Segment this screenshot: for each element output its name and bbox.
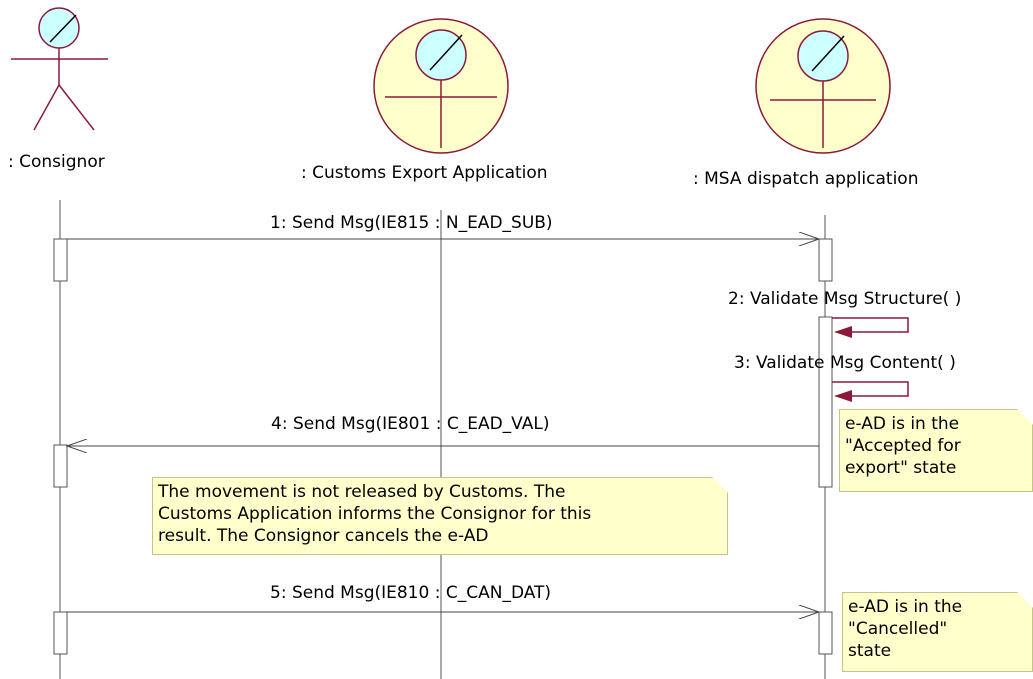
note-line: The movement is not released by Customs.…	[158, 482, 566, 502]
message-3-label: 3: Validate Msg Content( )	[734, 353, 956, 373]
note-line: "Accepted for	[845, 436, 961, 456]
note-line: "Cancelled"	[848, 619, 948, 639]
customs-boundary-icon	[373, 18, 509, 154]
note-movement-not-released: The movement is not released by Customs.…	[152, 477, 728, 555]
note-cancelled-state: e-AD is in the "Cancelled" state	[842, 592, 1033, 672]
note-line: state	[848, 641, 892, 661]
message-1-label: 1: Send Msg(IE815 : N_EAD_SUB)	[270, 213, 553, 233]
msa-boundary-icon	[755, 18, 891, 154]
msa-activation-3	[818, 611, 833, 655]
consignor-actor-icon	[11, 7, 108, 131]
note-line: Customs Application informs the Consigno…	[158, 504, 592, 524]
consignor-activation-1	[53, 238, 68, 282]
message-2-label: 2: Validate Msg Structure( )	[728, 289, 961, 309]
message-2-self-arrow	[832, 317, 909, 338]
msa-label: : MSA dispatch application	[693, 169, 918, 189]
consignor-activation-2	[53, 444, 68, 488]
customs-label: : Customs Export Application	[301, 163, 548, 183]
msa-activation-1	[818, 238, 833, 282]
note-line: e-AD is in the	[848, 597, 963, 617]
note-accepted-for-export: e-AD is in the "Accepted for export" sta…	[839, 409, 1033, 492]
consignor-activation-3	[53, 611, 68, 655]
note-line: export" state	[845, 458, 957, 478]
message-5-label: 5: Send Msg(IE810 : C_CAN_DAT)	[270, 583, 551, 603]
msa-activation-2	[818, 316, 833, 488]
note-line: e-AD is in the	[845, 414, 960, 434]
consignor-label: : Consignor	[8, 152, 105, 172]
message-3-self-arrow	[832, 381, 909, 402]
note-line: result. The Consignor cancels the e-AD	[158, 526, 489, 546]
message-4-label: 4: Send Msg(IE801 : C_EAD_VAL)	[271, 414, 549, 434]
